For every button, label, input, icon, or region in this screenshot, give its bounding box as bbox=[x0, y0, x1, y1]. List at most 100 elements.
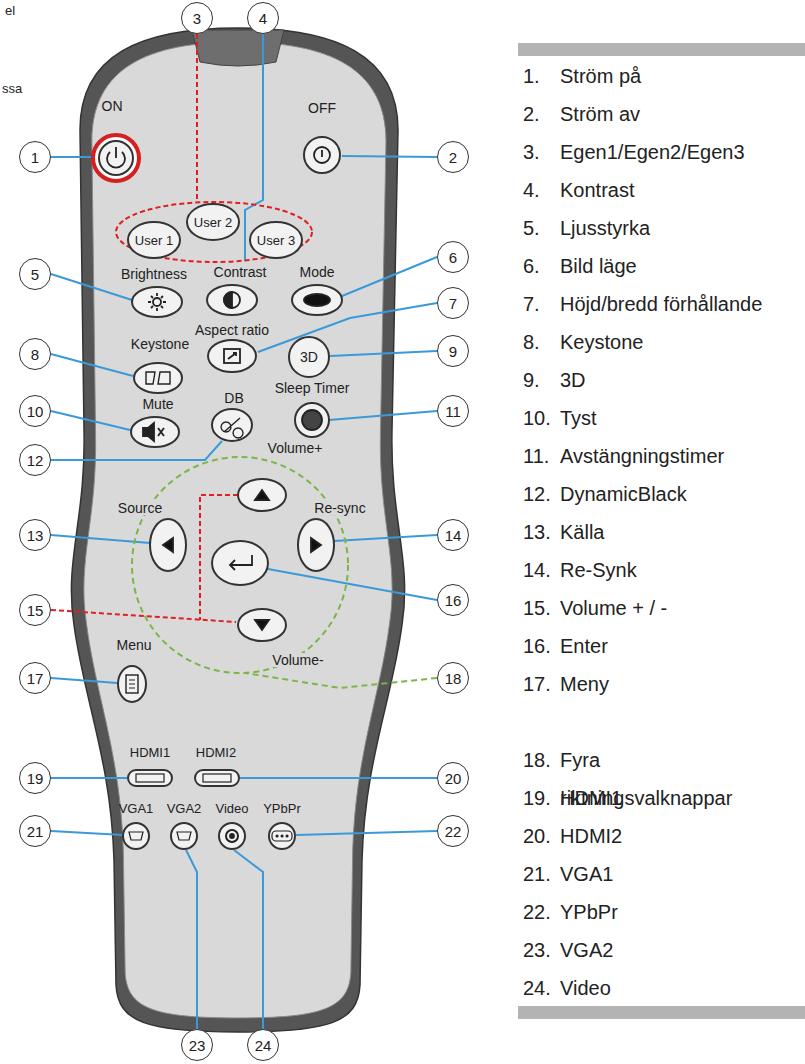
list-text: HDMI1 bbox=[560, 779, 622, 817]
db-icon bbox=[221, 418, 243, 438]
list-text: YPbPr bbox=[560, 893, 618, 931]
leader-line bbox=[342, 257, 437, 296]
button-icons bbox=[107, 147, 330, 842]
leader-line bbox=[51, 411, 130, 430]
button-label: Mute bbox=[142, 397, 173, 411]
button-label: YPbPr bbox=[263, 802, 301, 815]
sun-icon bbox=[148, 293, 166, 311]
callout-number: 1 bbox=[31, 149, 39, 166]
list-text: Kontrast bbox=[560, 171, 634, 209]
callout-circle: 17 bbox=[19, 662, 51, 694]
leader-line bbox=[268, 569, 437, 600]
footer-bar bbox=[518, 1006, 805, 1019]
list-text: Ström av bbox=[560, 95, 640, 133]
list-text: VGA1 bbox=[560, 855, 613, 893]
callout-number: 2 bbox=[449, 149, 457, 166]
callout-number: 10 bbox=[27, 403, 44, 420]
list-text: Bild läge bbox=[560, 247, 637, 285]
callout-number: 3 bbox=[193, 10, 201, 27]
button-label: 3D bbox=[300, 350, 318, 364]
list-number: 10. bbox=[523, 399, 551, 437]
power-on-button bbox=[99, 141, 133, 175]
callout-circle: 10 bbox=[19, 395, 51, 427]
page-fragment: ssa bbox=[2, 82, 22, 95]
ypbpr-icon bbox=[277, 835, 287, 838]
callout-number: 11 bbox=[445, 403, 461, 420]
button-label: HDMI1 bbox=[130, 746, 170, 759]
list-text: Avstängningstimer bbox=[560, 437, 724, 475]
list-number: 6. bbox=[523, 247, 540, 285]
callout-circle: 18 bbox=[437, 662, 469, 694]
leader-line bbox=[51, 354, 133, 376]
list-text: Meny bbox=[560, 665, 609, 703]
video-icon bbox=[230, 834, 234, 838]
vga-button bbox=[123, 823, 149, 849]
list-number: 12. bbox=[523, 475, 551, 513]
callout-circle: 15 bbox=[19, 594, 51, 626]
left-button bbox=[150, 519, 186, 571]
power-off-icon bbox=[314, 147, 330, 163]
button-label: Menu bbox=[116, 638, 151, 652]
callout-number: 5 bbox=[31, 266, 39, 283]
callout-circle: 2 bbox=[437, 141, 469, 173]
list-text: Re-Synk bbox=[560, 551, 637, 589]
group-outline bbox=[132, 457, 348, 673]
list-number: 5. bbox=[523, 209, 540, 247]
leader-line bbox=[258, 303, 437, 352]
callout-number: 8 bbox=[31, 346, 39, 363]
list-number: 23. bbox=[523, 931, 551, 969]
keystone-button bbox=[134, 363, 182, 393]
callout-circle: 21 bbox=[19, 815, 51, 847]
list-number: 1. bbox=[523, 57, 540, 95]
button-label: Mode bbox=[299, 265, 334, 279]
callout-circle: 14 bbox=[437, 519, 469, 551]
callout-circle: 20 bbox=[437, 762, 469, 794]
ypbpr-icon bbox=[272, 831, 292, 841]
list-text: HDMI2 bbox=[560, 817, 622, 855]
group-leader bbox=[245, 673, 437, 688]
callout-circle: 22 bbox=[437, 815, 469, 847]
callout-circle: 3 bbox=[181, 2, 213, 34]
leader-line bbox=[51, 441, 222, 460]
leader-line bbox=[296, 831, 437, 835]
menu-button bbox=[118, 666, 146, 702]
callout-number: 14 bbox=[445, 527, 462, 544]
list-number: 11. bbox=[523, 437, 549, 475]
leader-line bbox=[240, 777, 437, 779]
db-button bbox=[212, 409, 252, 441]
button-label: User 2 bbox=[194, 216, 232, 229]
ir-window bbox=[192, 30, 284, 66]
power-icon bbox=[115, 147, 117, 158]
callout-number: 18 bbox=[445, 670, 462, 687]
leader-line bbox=[51, 274, 132, 300]
dpad-group bbox=[132, 457, 437, 688]
video-icon bbox=[226, 830, 238, 842]
callout-number: 9 bbox=[449, 343, 457, 360]
callout-circle: 9 bbox=[437, 335, 469, 367]
brightness-button bbox=[132, 287, 182, 317]
list-text: Höjd/bredd förhållande bbox=[560, 285, 762, 323]
video-button bbox=[219, 823, 245, 849]
list-text: 3D bbox=[560, 361, 586, 399]
callout-number: 21 bbox=[27, 823, 44, 840]
list-text: Video bbox=[560, 969, 611, 1007]
list-number: 22. bbox=[523, 893, 551, 931]
list-number: 8. bbox=[523, 323, 540, 361]
list-number: 13. bbox=[523, 513, 551, 551]
callout-circle: 6 bbox=[437, 241, 469, 273]
button-label: Keystone bbox=[131, 337, 189, 351]
leader-line bbox=[51, 831, 123, 835]
list-number: 9. bbox=[523, 361, 540, 399]
remote-face bbox=[84, 42, 392, 1018]
callout-circle: 8 bbox=[19, 338, 51, 370]
button-label: Aspect ratio bbox=[195, 323, 269, 337]
callout-circle: 7 bbox=[437, 287, 469, 319]
list-text: Keystone bbox=[560, 323, 643, 361]
callout-number: 19 bbox=[27, 770, 44, 787]
button-label: Re-sync bbox=[312, 501, 367, 515]
list-text: VGA2 bbox=[560, 931, 613, 969]
callout-number: 7 bbox=[449, 295, 457, 312]
leader-line bbox=[51, 156, 92, 158]
button-label: Brightness bbox=[121, 267, 187, 281]
aspect-button bbox=[208, 340, 256, 372]
